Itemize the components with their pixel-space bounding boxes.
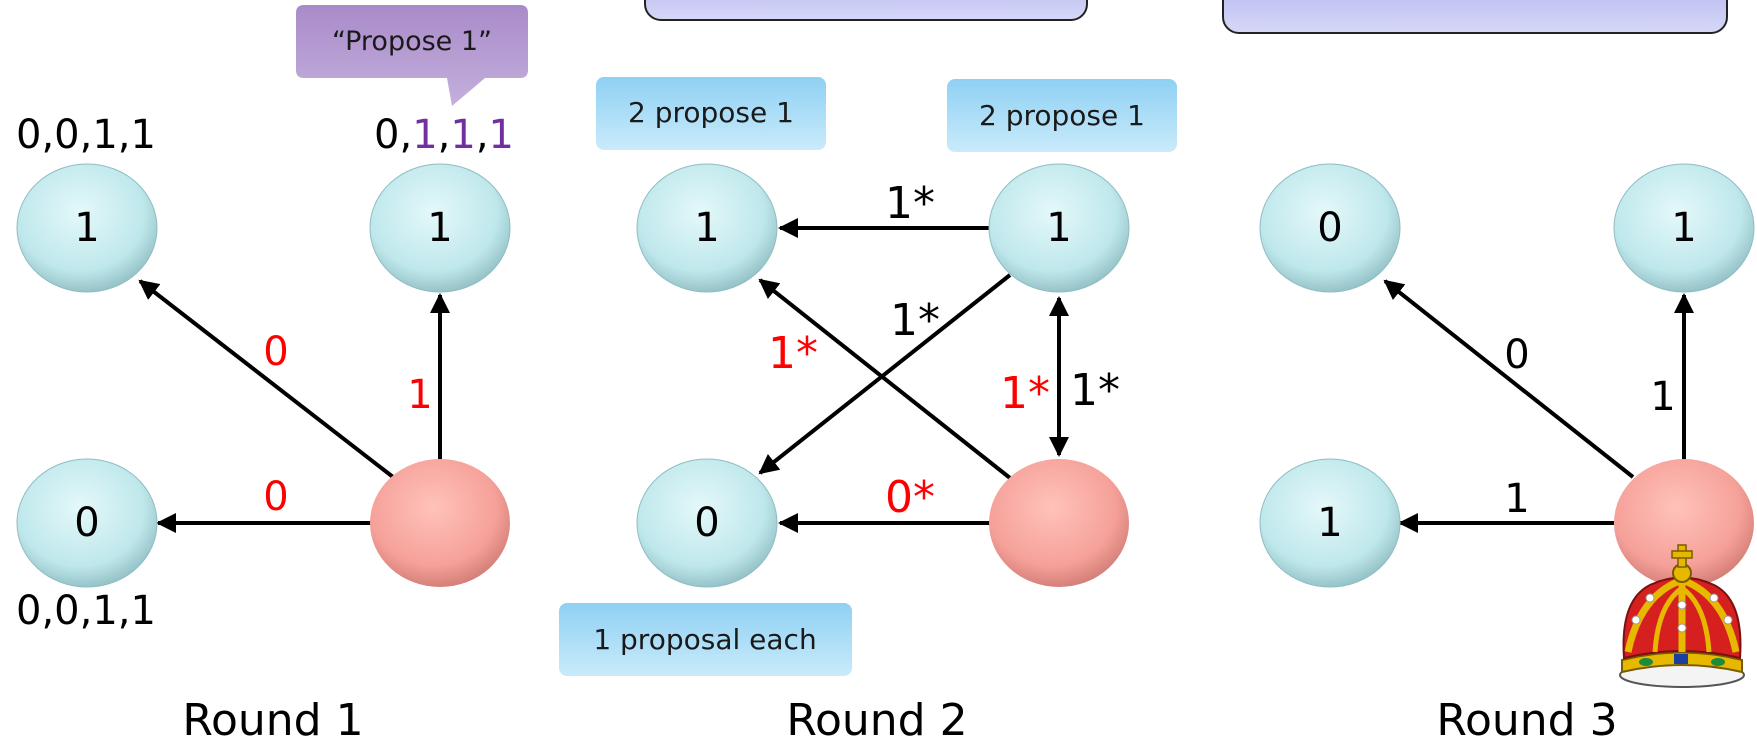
svg-text:2 propose 1: 2 propose 1 <box>628 96 794 129</box>
header-box-right <box>1222 0 1728 34</box>
vector-label: 0,0,1,1 <box>16 588 156 634</box>
svg-text:0: 0 <box>74 500 99 546</box>
vector-label: 0,0,1,1 <box>16 112 156 158</box>
edge-label: 1* <box>768 328 818 379</box>
edge-label: 1* <box>1070 365 1120 416</box>
svg-text:1: 1 <box>694 205 719 251</box>
svg-text:1: 1 <box>74 205 99 251</box>
svg-text:1: 1 <box>427 205 452 251</box>
svg-text:1: 1 <box>1046 205 1071 251</box>
edge-arrow <box>758 273 1012 475</box>
edge-arrow <box>758 278 1012 480</box>
round-title: Round 2 <box>786 695 967 738</box>
node-honest: 0 <box>1259 163 1401 293</box>
edge-label: 1* <box>890 295 940 346</box>
edge-label: 1 <box>1504 476 1529 522</box>
edge-arrow <box>138 279 395 479</box>
edge-label: 0 <box>263 329 288 375</box>
edge-label: 1* <box>885 178 935 229</box>
edge-label: 1* <box>1000 368 1050 419</box>
vector-label-highlighted: 0,1,1,1 <box>374 112 514 158</box>
edge-arrow <box>1383 279 1635 479</box>
round2-callout-bottom: 1 proposal each <box>559 603 852 676</box>
edge-label: 1 <box>407 372 432 418</box>
node-faulty <box>1614 459 1754 587</box>
edge-label: 0 <box>1504 332 1529 378</box>
svg-text:1: 1 <box>1671 205 1696 251</box>
node-honest: 1 <box>369 163 511 293</box>
svg-text:0: 0 <box>1317 205 1342 251</box>
node-honest: 1 <box>636 163 778 293</box>
node-honest: 1 <box>988 163 1130 293</box>
header-box-middle <box>644 0 1088 21</box>
node-honest: 0 <box>636 458 778 588</box>
round2-callout-left: 2 propose 1 <box>596 77 826 150</box>
svg-text:1 proposal each: 1 proposal each <box>593 623 816 656</box>
round-title: Round 3 <box>1436 695 1617 738</box>
svg-text:2 propose 1: 2 propose 1 <box>979 99 1145 132</box>
svg-text:1: 1 <box>1317 500 1342 546</box>
node-faulty <box>370 459 510 587</box>
node-faulty <box>989 459 1129 587</box>
round-title: Round 1 <box>182 695 363 738</box>
node-honest: 1 <box>1613 163 1755 293</box>
round2-callout-right: 2 propose 1 <box>947 79 1177 152</box>
node-honest: 0 <box>16 458 158 588</box>
edge-label: 1 <box>1650 374 1675 420</box>
round1-propose-callout: “Propose 1” <box>296 5 528 106</box>
crown-icon <box>1619 544 1745 688</box>
svg-text:0: 0 <box>694 500 719 546</box>
callout-text: “Propose 1” <box>332 26 492 57</box>
edge-label: 0 <box>263 474 288 520</box>
node-honest: 1 <box>16 163 158 293</box>
node-honest: 1 <box>1259 458 1401 588</box>
edge-label: 0* <box>885 472 935 523</box>
